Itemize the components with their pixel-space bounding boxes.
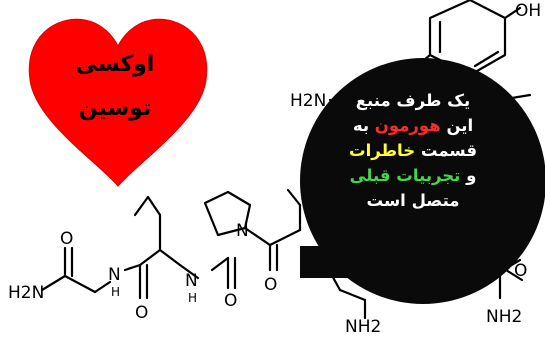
bubble-line-5: متصل است [366,191,460,210]
bubble-line-2: این هورمون به [313,113,513,138]
label-oh: OH [515,1,541,21]
bubble-line-4: و تجربیات قبلی [313,163,513,188]
highlight-memories: خاطرات [348,141,416,160]
proline-ring [203,190,252,237]
label-h2n-left: H2N [8,283,44,303]
heart-title-line2: توسین [78,96,152,121]
bubble-text: یک طرف منبع این هورمون به قسمت خاطرات و … [313,88,513,213]
highlight-experiences: تجربیات قبلی [349,166,461,185]
label-h-2: H [188,291,197,305]
label-nh2-mid: NH2 [345,317,381,337]
label-h2n-top: H2N [290,91,326,111]
label-h-1: H [111,285,120,299]
bubble-line-4-pre: و [460,166,477,185]
label-n-1: N [108,265,121,285]
bubble-tail-block [300,246,352,278]
label-o-3: O [224,291,237,311]
label-o-5: O [514,261,527,281]
label-o-1: O [60,229,73,249]
bubble-line-1: یک طرف منبع [355,91,471,110]
label-nh2-right: NH2 [486,307,522,327]
heart-title-line1: اوکسی [75,52,155,77]
bubble-line-2-pre: این [440,116,474,135]
bubble-line-3: قسمت خاطرات [313,138,513,163]
label-n-2: N [185,271,198,291]
label-n-3: N [236,221,249,241]
label-o-2: O [135,303,148,323]
label-o-4: O [264,275,277,295]
bubble-line-2-post: به [352,116,375,135]
bubble-line-3-pre: قسمت [415,141,477,160]
highlight-hormone: هورمون [374,116,441,135]
